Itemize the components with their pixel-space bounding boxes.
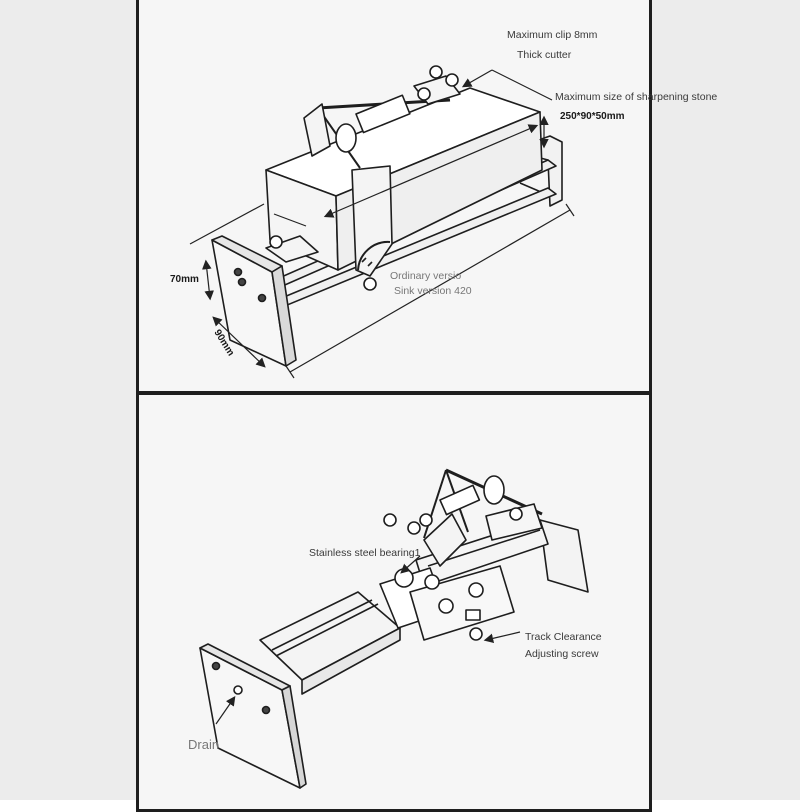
arm-knob [363, 277, 377, 291]
bearing [483, 475, 505, 505]
slider-knob [438, 598, 454, 614]
dim-70mm [202, 259, 214, 301]
clamp-knob [429, 65, 443, 79]
slider-knob [468, 582, 484, 598]
clamp-knob [445, 73, 459, 87]
label-adjusting-screw: Adjusting screw [525, 648, 599, 660]
plate-hole [237, 277, 247, 287]
plate-hole [261, 705, 271, 715]
label-drain: Drain [188, 737, 219, 752]
top-dimensions [189, 69, 575, 379]
bearing-knob [394, 568, 414, 588]
left-margin [0, 0, 138, 800]
dim-250mm [323, 124, 539, 218]
label-track-clearance: Track Clearance [525, 631, 602, 643]
clearance-slot [465, 609, 481, 621]
label-max-stone: Maximum size of sharpening stone [555, 91, 717, 103]
label-ordinary: Ordinary versio [390, 270, 461, 282]
clamp-knob [419, 513, 433, 527]
label-bearing: Stainless steel bearing1 [309, 547, 421, 559]
clamp-knob [509, 507, 523, 521]
clamp-knob [417, 87, 431, 101]
label-thick-cutter: Thick cutter [517, 49, 572, 61]
label-70mm: 70mm [170, 274, 199, 285]
plate-hole [233, 267, 243, 277]
adjusting-screw [469, 627, 483, 641]
rod-holder [303, 103, 331, 157]
dim-base-length [289, 209, 571, 373]
clamp-knob [269, 235, 283, 249]
bearing [335, 123, 357, 153]
rear-foot [539, 519, 589, 593]
rod-cylinder [355, 94, 411, 134]
clamp-knob [383, 513, 397, 527]
bottom-leaders [215, 555, 521, 725]
clamp-block [265, 235, 319, 263]
clamp-knob [407, 521, 421, 535]
plate-hole [257, 293, 267, 303]
label-stone-dims: 250*90*50mm [560, 111, 625, 122]
bottom-sharpener [199, 468, 589, 789]
rod-cylinder [439, 484, 481, 516]
bearing-knob [424, 574, 440, 590]
label-sink: Sink version 420 [394, 285, 472, 297]
base-rail-front [301, 627, 401, 695]
arc-guide [357, 240, 391, 271]
plate-hole [211, 661, 221, 671]
dim-90mm [212, 316, 266, 368]
label-max-clip: Maximum clip 8mm [507, 29, 598, 41]
right-margin [652, 0, 800, 800]
drain-hole [233, 685, 243, 695]
swing-frame [423, 513, 467, 567]
top-sharpener [211, 65, 563, 367]
